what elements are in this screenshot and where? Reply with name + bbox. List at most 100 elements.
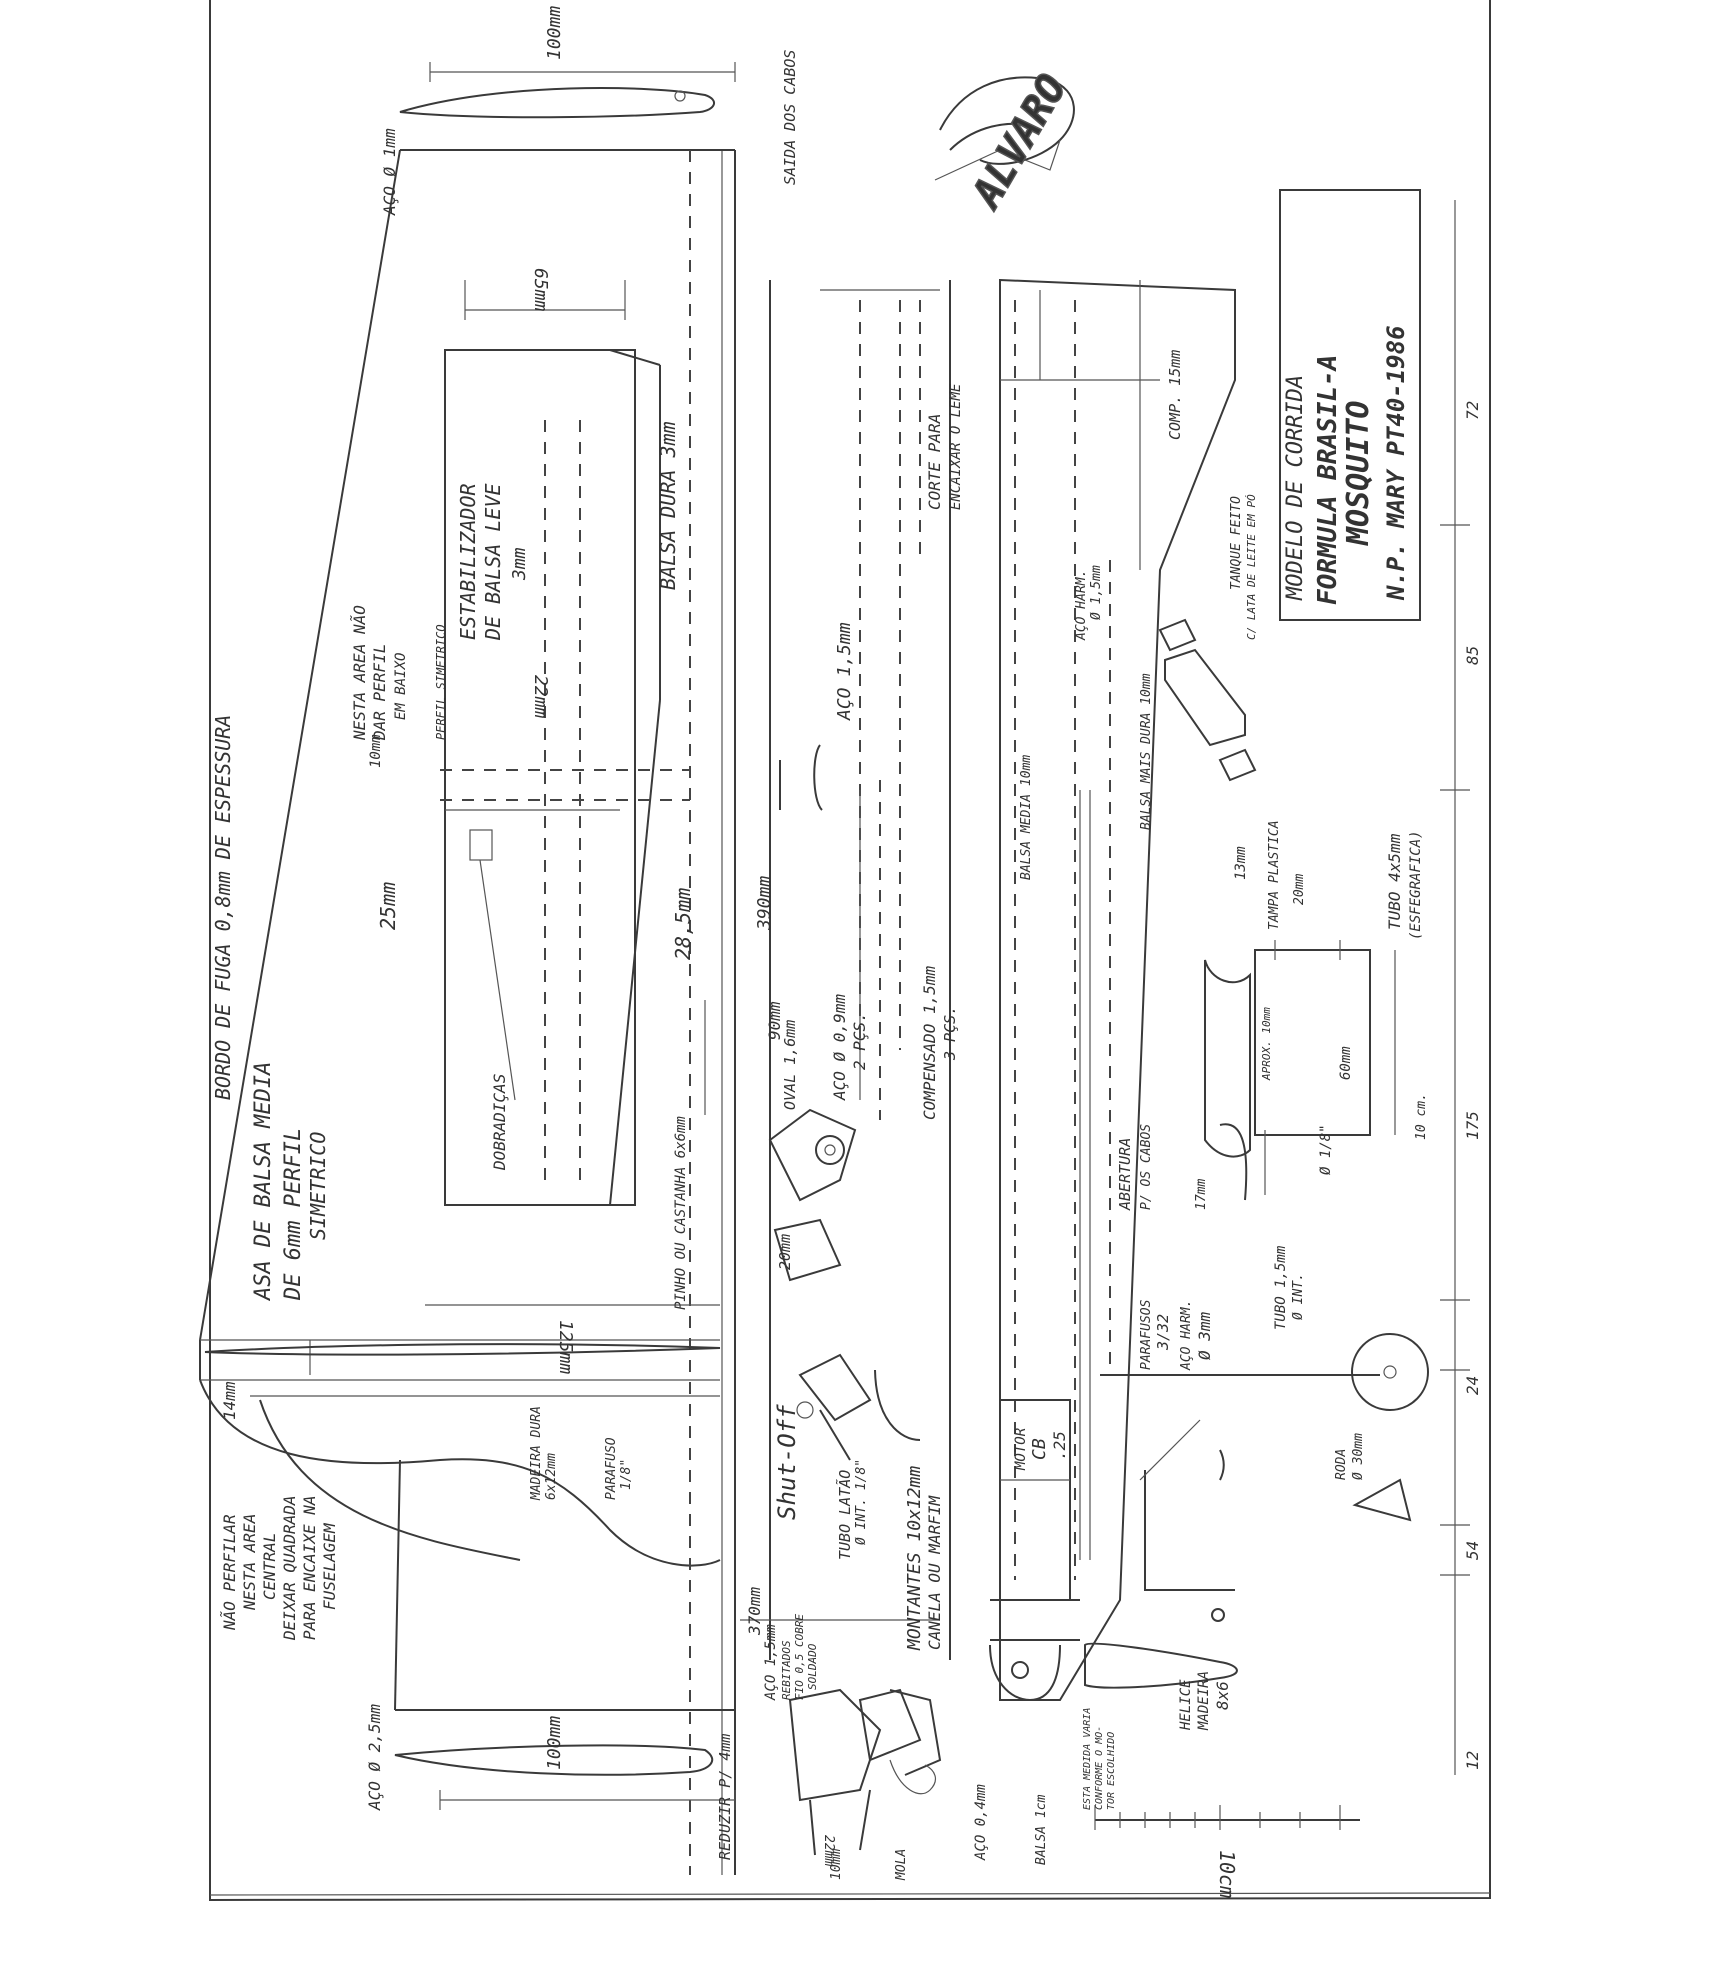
title-line-3: MOSQUITO — [1341, 401, 1376, 547]
label-tube-4-2: (ESFEGRAFICA) — [1408, 830, 1424, 940]
label-steel-harm-2: Ø 1,5mm — [1089, 565, 1104, 620]
dim-span-bottom: 100mm — [544, 1716, 565, 1770]
label-steel-15: AÇO 1,5mm — [834, 622, 855, 721]
label-tank-2: C/ LATA DE LEITE EM PÓ — [1245, 494, 1258, 640]
dim-approx: APROX. 10mm — [1260, 1007, 1273, 1081]
label-spinner-1: ESTA MEDIDA VARIA — [1082, 1708, 1093, 1810]
dim-10cm-tank: 10 cm. — [1414, 1093, 1429, 1140]
dim-stab-span: 65mm — [530, 268, 551, 312]
label-tube-4-1: TUBO 4x5mm — [1385, 833, 1404, 930]
label-stab-3: 3mm — [509, 547, 530, 581]
label-steel-09-1: AÇO Ø 0,9mm — [830, 994, 849, 1101]
label-no-profile-2: DAR PERFIL — [370, 644, 389, 741]
label-square-1: DEIXAR QUADRADA — [280, 1496, 299, 1642]
label-balsa-1cm: BALSA 1cm — [1034, 1794, 1049, 1865]
label-brass-1: TUBO LATÃO — [835, 1470, 854, 1560]
label-opening-1: ABERTURA — [1116, 1138, 1134, 1211]
label-wing-2: DE 6mm PERFIL — [281, 1128, 306, 1301]
label-no-prof-center-1: NÃO PERFILAR — [220, 1514, 239, 1631]
wing-dimensions — [425, 62, 736, 1810]
bottom-dimension-line — [1440, 200, 1470, 1775]
label-balsa-med-10: BALSA MEDIA 10mm — [1019, 755, 1034, 880]
dim-17mm: 17mm — [1194, 1179, 1209, 1210]
title-line-4: N.P. MARY PT40-1986 — [1382, 325, 1410, 601]
label-uprights-1: MONTANTES 10x12mm — [904, 1466, 925, 1651]
dim-20mm-tank: 20mm — [1292, 874, 1307, 905]
border-frame — [209, 0, 1491, 1902]
alvaro-logo — [934, 76, 1075, 181]
label-steel-04: AÇO 0,4mm — [973, 1784, 989, 1861]
control-system — [740, 280, 951, 1856]
dim-22mm: 22mm — [821, 1835, 836, 1866]
label-steel-harm3-2: Ø 3mm — [1195, 1311, 1214, 1360]
label-wing-3: SIMETRICO — [306, 1132, 330, 1240]
title-line-1: MODELO DE CORRIDA — [1283, 375, 1308, 601]
label-balsa-hard-10: BALSA MAIS DURA 10mm — [1139, 673, 1154, 830]
label-motor-3: .25 — [1050, 1431, 1069, 1460]
dim-13mm: 13mm — [1233, 846, 1249, 880]
dim-20mm: 20mm — [776, 1234, 794, 1270]
label-pinho: PINHO OU CASTANHA 6x6mm — [673, 1116, 689, 1310]
label-prop-3: 8x6 — [1213, 1681, 1232, 1710]
bottom-dim-24: 24 — [1463, 1376, 1482, 1395]
wing-planform — [199, 87, 736, 1875]
label-hinges: DOBRADIÇAS — [490, 1074, 509, 1171]
label-steel-25: AÇO Ø 2,5mm — [365, 1704, 384, 1811]
dim-14mm: 14mm — [220, 1381, 239, 1420]
dim-span-top: 100mm — [544, 6, 565, 60]
bottom-dim-85: 85 — [1463, 646, 1482, 665]
label-tube-15-1: TUBO 1,5mm — [1273, 1245, 1289, 1330]
label-steel-15b-2: REBITADOS — [780, 1640, 793, 1700]
label-prop-2: MADEIRA — [1196, 1671, 1212, 1731]
label-ply-1: COMPENSADO 1,5mm — [920, 966, 939, 1120]
label-steel-09-2: 2 PÇS. — [850, 1012, 869, 1070]
label-motor-2: CB — [1029, 1438, 1050, 1460]
fuselage — [989, 278, 1429, 1702]
label-steel-1mm: AÇO Ø 1mm — [380, 128, 399, 216]
label-prop-1: HELICE — [1178, 1679, 1194, 1731]
label-uprights-2: CANELA OU MARFIM — [925, 1495, 944, 1650]
label-tube-15-2: Ø INT. — [1291, 1273, 1306, 1320]
label-stab-2: DE BALSA LEVE — [481, 483, 505, 641]
label-screws-2: 3/32 — [1154, 1314, 1172, 1351]
label-screw-2: 1/8" — [619, 1459, 634, 1490]
dim-10mm-b: 10mm — [829, 1849, 844, 1880]
label-motor-1: MOTOR — [1013, 1428, 1029, 1471]
label-tank-1: TANQUE FEITO — [1229, 496, 1244, 590]
label-spinner-3: TOR ESCOLHIDO — [1106, 1732, 1117, 1810]
label-no-profile-1: NESTA AREA NÃO — [350, 605, 369, 741]
scale-bar — [1094, 1805, 1360, 1830]
bottom-dim-175: 175 — [1463, 1111, 1482, 1140]
label-hardwood-1: MADEIRA DURA — [529, 1406, 544, 1501]
label-spinner-2: CONFORME O MO- — [1094, 1726, 1105, 1810]
label-square-3: FUSELAGEM — [320, 1522, 339, 1610]
label-opening-2: P/ OS CABOS — [1139, 1124, 1154, 1210]
label-wing-1: ASA DE BALSA MEDIA — [251, 1062, 276, 1302]
label-oval: OVAL 1,6mm — [781, 1020, 799, 1110]
label-screws-1: PARAFUSOS — [1139, 1299, 1154, 1370]
dim-28mm: 28,5mm — [671, 888, 695, 960]
label-no-prof-center-2: NESTA AREA — [240, 1514, 259, 1611]
dim-25mm: 25mm — [376, 882, 400, 930]
label-steel-harm-1: AÇO HARM. — [1074, 570, 1089, 641]
label-hardwood-2: 6x12mm — [544, 1453, 559, 1500]
label-square-2: PARA ENCAIXE NA — [300, 1496, 319, 1641]
bottom-dim-54: 54 — [1463, 1541, 1482, 1560]
bottom-dim-12: 12 — [1463, 1751, 1482, 1770]
label-steel-15b-1: AÇO 1,5mm — [763, 1624, 779, 1701]
label-cut-2: ENCAIXAR O LEME — [948, 383, 964, 510]
label-cable-out: SAIDA DOS CABOS — [781, 50, 799, 185]
label-no-profile-3: EM BAIXO — [393, 653, 409, 720]
label-ply-2: 3 PÇS. — [941, 1006, 959, 1061]
dim-stab-chord: 22mm — [530, 675, 551, 719]
label-profile-sym: PERFIL SIMETRICO — [434, 624, 448, 740]
label-reduce: REDUZIR P/ 4mm — [716, 1734, 734, 1860]
label-stab-1: ESTABILIZADOR — [456, 483, 480, 640]
label-trailing-edge: BORDO DE FUGA 0,8mm DE ESPESSURA — [211, 715, 235, 1100]
dim-10mm: 10mm — [368, 734, 384, 768]
label-spring: MOLA — [894, 1849, 909, 1881]
label-cap: TAMPA PLASTICA — [1267, 820, 1282, 930]
label-balsa-hard: BALSA DURA 3mm — [656, 421, 680, 590]
scale-label: 10cm — [1215, 1850, 1239, 1898]
